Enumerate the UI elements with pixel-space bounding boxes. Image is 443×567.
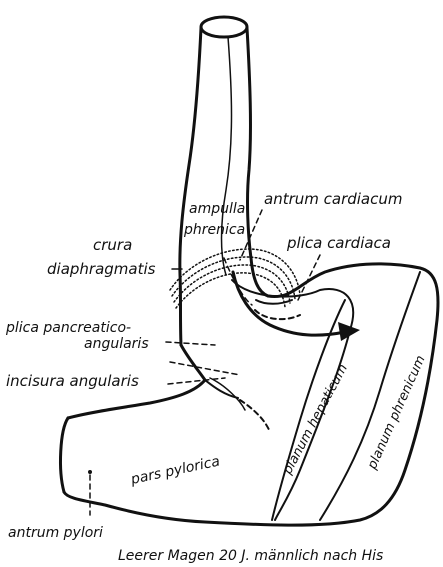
esophagus-right-wall	[247, 28, 268, 296]
label-plica-cardiaca: plica cardiaca	[286, 234, 391, 252]
label-plica-pancreatico: plica pancreatico-	[5, 320, 131, 336]
label-antrum-cardiacum: antrum cardiacum	[264, 190, 403, 208]
arrow-head	[338, 322, 360, 341]
figure-caption: Leerer Magen 20 J. männlich nach His	[118, 548, 383, 564]
pylorus	[61, 418, 68, 492]
stomach	[61, 264, 439, 525]
label-phrenica: phrenica	[183, 222, 245, 238]
plica-cardiaca-fold	[232, 280, 353, 520]
label-antrum-pylori: antrum pylori	[8, 525, 103, 541]
fundus-fold	[256, 300, 292, 304]
label-ampulla: ampulla	[189, 201, 245, 217]
esophagus-left-wall	[180, 28, 201, 345]
label-pars-pylorica: pars pylorica	[129, 453, 222, 488]
greater-curvature	[64, 264, 438, 525]
label-planum-phrenicum: planum phrenicum	[365, 353, 429, 472]
label-angularis: angularis	[84, 336, 149, 352]
label-incisura-angularis: incisura angularis	[6, 372, 139, 390]
label-crura: crura	[93, 236, 132, 254]
esophagus	[180, 17, 268, 345]
esophagus-opening	[201, 17, 247, 37]
label-diaphragmatis: diaphragmatis	[47, 260, 156, 278]
incisura-dashed-curve	[240, 400, 270, 432]
esophagus-inner-line	[222, 37, 232, 275]
antrum-pylori-dot	[88, 470, 92, 474]
label-planum-hepaticum: planum hepaticum	[280, 362, 351, 478]
cardia-dashed-loop	[255, 310, 300, 319]
